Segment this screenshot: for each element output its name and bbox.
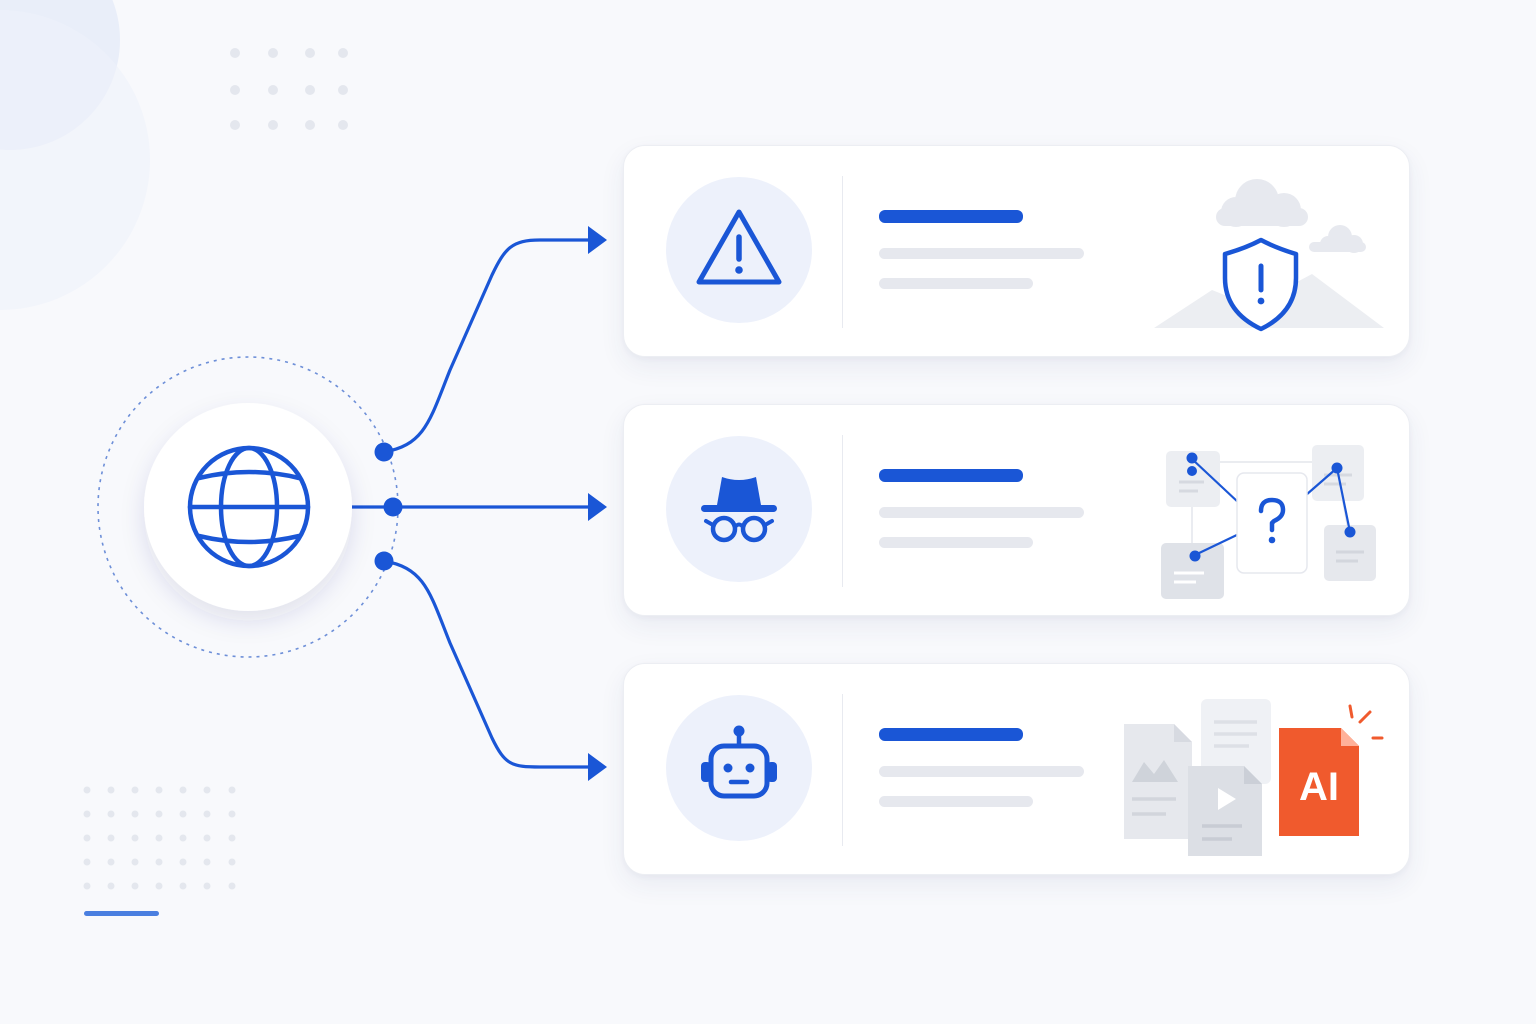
arrowhead-bottom bbox=[588, 753, 607, 781]
card-incognito[interactable] bbox=[623, 404, 1410, 616]
image-file-icon bbox=[1124, 724, 1192, 839]
ai-file-icon: AI bbox=[1279, 728, 1359, 836]
shield-cloud-illustration bbox=[1154, 179, 1384, 332]
sparkle-lines bbox=[1348, 704, 1384, 740]
decorative-circle-outer bbox=[0, 10, 150, 310]
title-placeholder-bar bbox=[879, 728, 1023, 741]
title-placeholder-bar bbox=[879, 469, 1023, 482]
spy-incognito-icon bbox=[701, 477, 777, 543]
globe-icon bbox=[187, 445, 311, 569]
connector-dot-middle bbox=[383, 497, 403, 517]
card-divider bbox=[842, 435, 843, 587]
cloud-icon bbox=[1216, 179, 1308, 227]
cloud-small-icon bbox=[1309, 225, 1366, 253]
icon-circle-robot bbox=[666, 695, 812, 841]
title-placeholder-bar bbox=[879, 210, 1023, 223]
text-file-icon bbox=[1201, 699, 1271, 784]
ai-badge-label: AI bbox=[1299, 765, 1339, 809]
warning-triangle-icon bbox=[696, 209, 782, 285]
network-edges bbox=[1191, 458, 1352, 556]
doc-card-icon bbox=[1161, 543, 1224, 599]
doc-card-icon bbox=[1324, 525, 1376, 581]
text-placeholder-bar bbox=[879, 766, 1084, 777]
connector-dot-top bbox=[374, 442, 394, 462]
text-placeholder-bar bbox=[879, 248, 1084, 259]
arrowhead-top bbox=[588, 226, 607, 254]
robot-icon bbox=[701, 725, 777, 799]
connector-top bbox=[382, 238, 596, 454]
ai-files-illustration: AI bbox=[1124, 699, 1384, 856]
connector-bottom bbox=[382, 559, 596, 769]
icon-circle-warning bbox=[666, 177, 812, 323]
dot-grid-top bbox=[230, 48, 348, 130]
arrowhead-middle bbox=[588, 493, 607, 521]
network-question-illustration bbox=[1161, 445, 1376, 599]
question-card bbox=[1236, 472, 1308, 574]
doc-card-icon bbox=[1166, 451, 1220, 507]
connector-dot-bottom bbox=[374, 551, 394, 571]
icon-circle-incognito bbox=[666, 436, 812, 582]
card-divider bbox=[842, 176, 843, 328]
text-placeholder-bar bbox=[879, 537, 1033, 548]
shield-alert-icon bbox=[1222, 237, 1299, 332]
video-file-icon bbox=[1188, 766, 1262, 856]
dot-grid-bottom bbox=[83, 786, 236, 890]
text-placeholder-bar bbox=[879, 278, 1033, 289]
card-divider bbox=[842, 694, 843, 846]
text-placeholder-bar bbox=[879, 796, 1033, 807]
accent-underline bbox=[84, 911, 159, 916]
card-robot[interactable]: AI bbox=[623, 663, 1410, 875]
text-placeholder-bar bbox=[879, 507, 1084, 518]
card-warning[interactable] bbox=[623, 145, 1410, 357]
network-nodes bbox=[1186, 452, 1356, 562]
